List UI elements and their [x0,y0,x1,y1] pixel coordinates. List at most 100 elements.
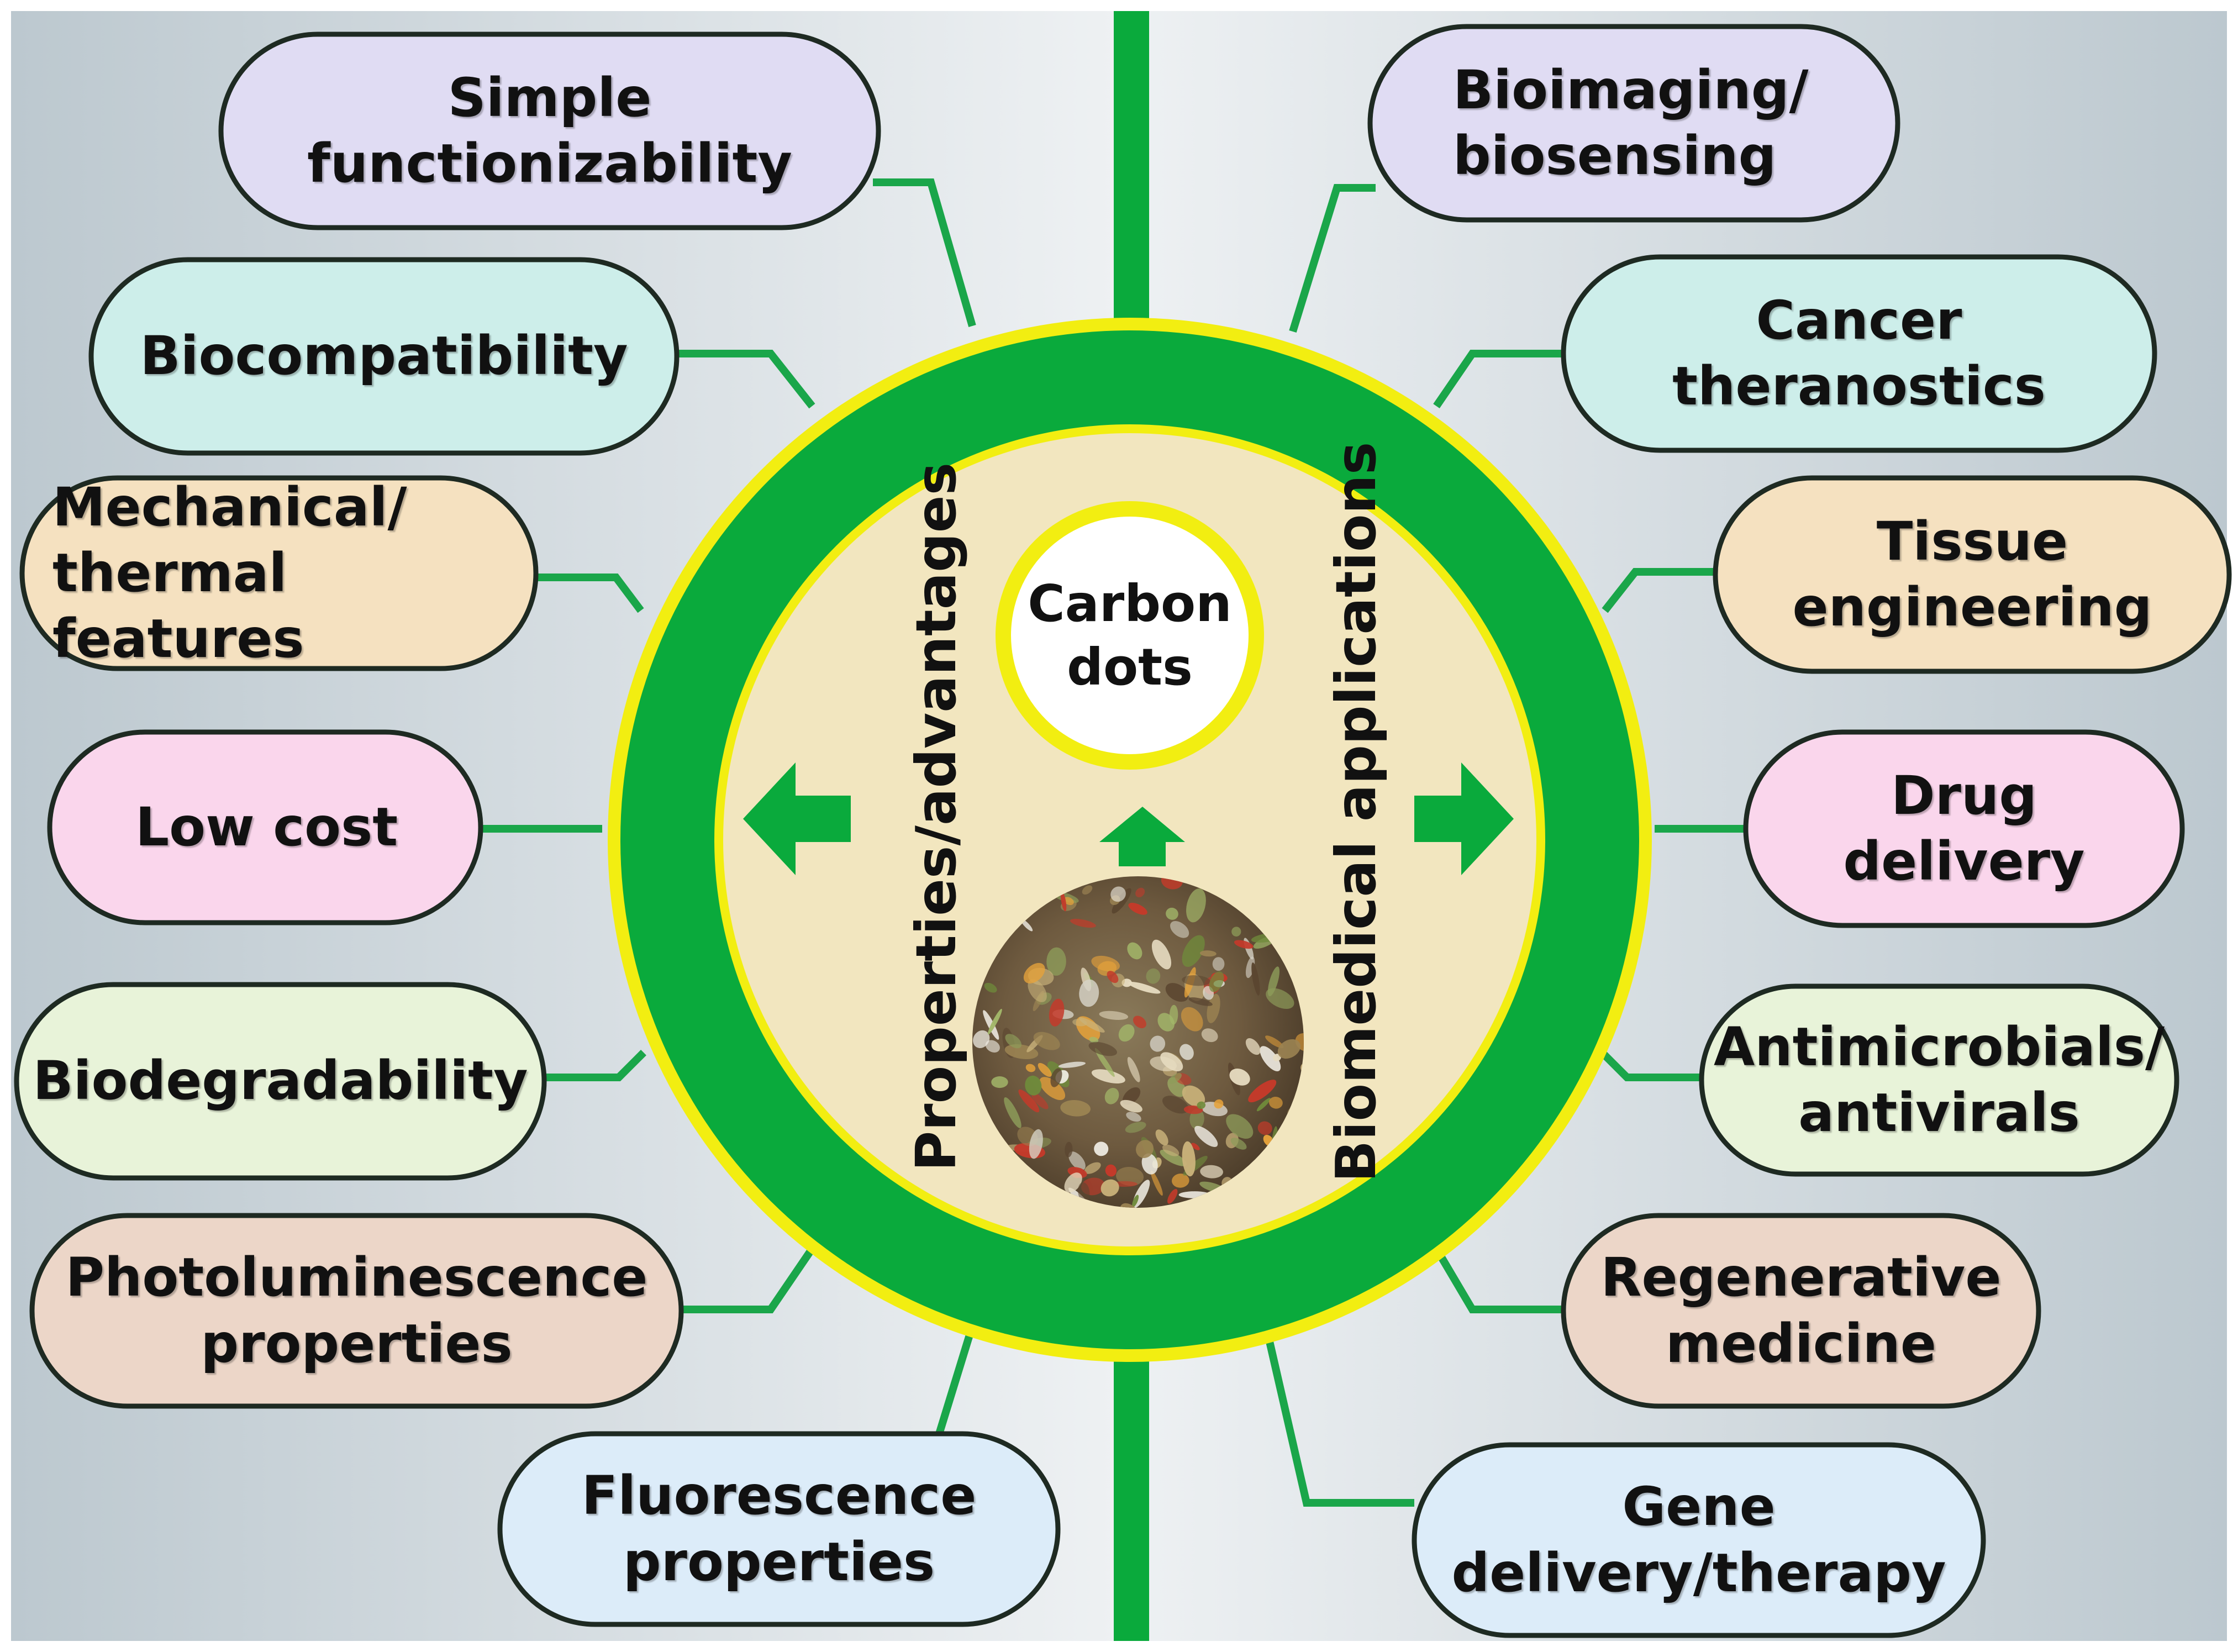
waste-speck [1132,1195,1139,1207]
waste-speck [1079,979,1099,1007]
waste-speck [1031,1092,1049,1109]
waste-speck [1100,1179,1119,1197]
waste-speck [1245,1038,1261,1055]
property-label: Biocompatibility [140,325,628,387]
waste-speck [1197,1101,1206,1109]
carbon-dots-circle [1011,517,1249,754]
waste-speck [1058,1061,1086,1068]
waste-speck [1226,1114,1254,1139]
waste-speck [1072,1019,1087,1027]
connector-line [1289,184,1376,333]
connector-line [681,1246,815,1313]
pill-group [14,24,2232,1638]
waste-speck [1084,1162,1101,1174]
waste-speck [1200,1165,1223,1179]
waste-speck [1128,903,1147,915]
waste-speck [1039,1077,1066,1101]
waste-speck [1248,1080,1277,1103]
property-label: Simple functionizability [307,66,792,194]
connector-line [873,178,976,327]
property-pill [218,31,881,230]
waste-speck [1060,1100,1091,1117]
application-pill [1743,729,2185,928]
waste-speck [1065,1141,1073,1158]
waste-speck [1104,1087,1119,1104]
application-pill [1412,1442,1986,1638]
application-label: Tissue engineering [1792,510,2152,638]
waste-speck [988,1008,1002,1035]
waste-speck [1082,885,1093,895]
waste-speck [1165,983,1189,1002]
waste-speck [1155,1129,1168,1146]
waste-speck [1265,1035,1284,1049]
waste-speck [1118,1024,1135,1042]
waste-speck [1112,888,1131,914]
waste-speck [1212,957,1225,971]
waste-speck [1070,918,1096,928]
waste-speck [1191,1143,1200,1150]
waste-speck [1049,998,1065,1027]
waste-speck [1099,1011,1129,1020]
connector-line [1264,1333,1414,1507]
waste-speck [1251,962,1260,996]
property-label: Photoluminescence properties [65,1246,648,1375]
waste-speck [1078,1182,1090,1202]
connector-line [544,1050,646,1081]
connector-line [1599,1050,1702,1081]
waste-speck [1277,1039,1301,1059]
property-pill [47,729,483,925]
waste-speck [1182,975,1210,986]
waste-speck [1025,1064,1036,1072]
application-pill [1713,475,2232,674]
waste-speck [1064,1172,1082,1193]
waste-speck [1125,1122,1146,1133]
waste-speck [1181,1007,1203,1032]
waste-speck [1257,1121,1272,1135]
property-label: Biodegradability [33,1050,528,1112]
application-label: Antimicrobials/ antivirals [1713,1016,2165,1144]
waste-speck [1025,1075,1042,1096]
waste-speck [1128,981,1161,994]
waste-speck [1182,1085,1205,1107]
waste-speck [1194,1125,1218,1147]
connector-group [481,178,1746,1507]
waste-speck [1167,1188,1178,1204]
arrow-up-icon [1099,807,1185,866]
waste-speck [1188,997,1213,1006]
waste-speck [1169,1004,1178,1025]
waste-speck [1230,1138,1247,1150]
connector-line [1433,350,1563,408]
application-label: Drug delivery [1843,764,2085,892]
waste-speck [1179,1044,1194,1060]
application-label: Bioimaging/ biosensing [1453,59,1809,187]
property-pill [19,475,539,671]
waste-speck [1136,1140,1154,1159]
property-pill [14,982,547,1181]
waste-speck [1127,1056,1140,1082]
waste-speck [1162,1096,1189,1114]
waste-speck [1170,920,1189,938]
waste-speck [1068,1151,1086,1171]
waste-speck [1028,979,1047,1002]
waste-speck [1133,1016,1146,1029]
waste-speck [1168,1073,1182,1084]
waste-speck [985,1040,1000,1053]
waste-speck [1004,1097,1021,1128]
waste-speck [1260,1046,1281,1071]
waste-speck [1105,1164,1117,1177]
waste-speck [1209,971,1224,992]
waste-speck [991,1076,1008,1088]
waste-speck [1234,940,1254,949]
waste-speck [1023,962,1045,983]
waste-speck [1172,1174,1189,1188]
waste-speck [1214,1099,1224,1109]
carbon-dots-label: Carbon dots [1028,574,1232,697]
waste-speck [1141,1153,1158,1175]
waste-speck [1150,1056,1177,1071]
waste-speck [1127,942,1142,960]
waste-speck [1266,988,1294,1009]
waste-speck [1018,1089,1040,1113]
organic-waste-image [972,876,1304,1208]
waste-speck [1033,1032,1060,1050]
